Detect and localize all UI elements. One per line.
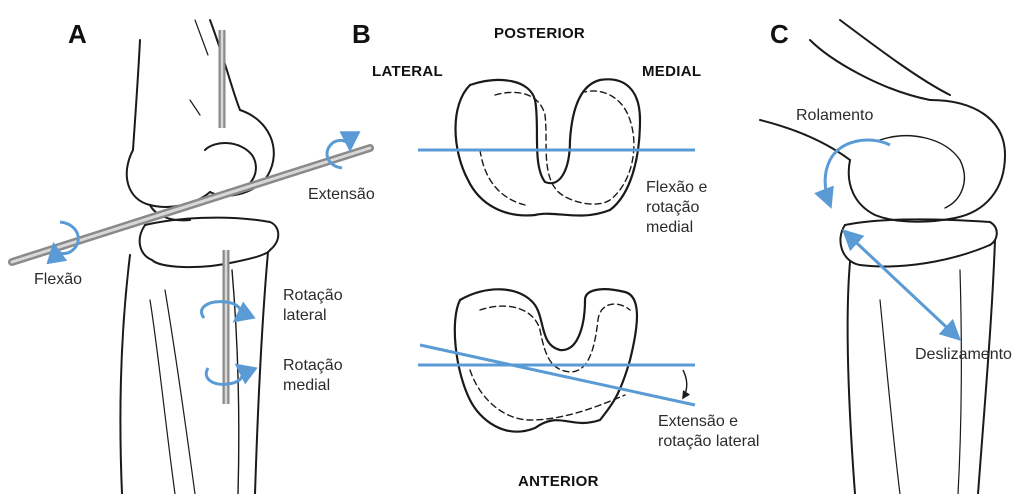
caption-flexion-medial-rotation-line1: Flexão e bbox=[646, 178, 707, 198]
panel-a-rotation-axes bbox=[12, 30, 370, 404]
panel-b-rotation-indicator bbox=[683, 370, 687, 398]
caption-flexion-medial-rotation-line2: rotação bbox=[646, 198, 699, 218]
panel-c-knee-drawing bbox=[760, 20, 1005, 494]
label-rotacao-lateral-line1: Rotação bbox=[283, 286, 343, 306]
panel-a-motion-arrows bbox=[54, 140, 350, 384]
panel-c-motion-arrows bbox=[825, 140, 958, 338]
panel-a-letter: A bbox=[68, 20, 87, 48]
label-extensao: Extensão bbox=[308, 185, 375, 205]
label-anterior: ANTERIOR bbox=[518, 472, 599, 492]
label-rotacao-medial-line2: medial bbox=[283, 376, 330, 396]
label-rolamento: Rolamento bbox=[796, 106, 873, 126]
caption-flexion-medial-rotation-line3: medial bbox=[646, 218, 693, 238]
label-rotacao-medial-line1: Rotação bbox=[283, 356, 343, 376]
caption-extension-lateral-rotation-line2: rotação lateral bbox=[658, 432, 759, 452]
panel-a-knee-drawing bbox=[120, 20, 278, 494]
panel-b-bottom-plateau bbox=[455, 289, 637, 431]
panel-b-top-plateau bbox=[456, 79, 641, 215]
label-posterior: POSTERIOR bbox=[494, 24, 585, 44]
label-flexao: Flexão bbox=[34, 270, 82, 290]
label-rotacao-lateral-line2: lateral bbox=[283, 306, 327, 326]
panel-b-letter: B bbox=[352, 20, 371, 48]
label-lateral: LATERAL bbox=[372, 62, 443, 82]
label-deslizamento: Deslizamento bbox=[915, 345, 1012, 365]
label-medial: MEDIAL bbox=[642, 62, 701, 82]
panel-c-letter: C bbox=[770, 20, 789, 48]
caption-extension-lateral-rotation-line1: Extensão e bbox=[658, 412, 738, 432]
